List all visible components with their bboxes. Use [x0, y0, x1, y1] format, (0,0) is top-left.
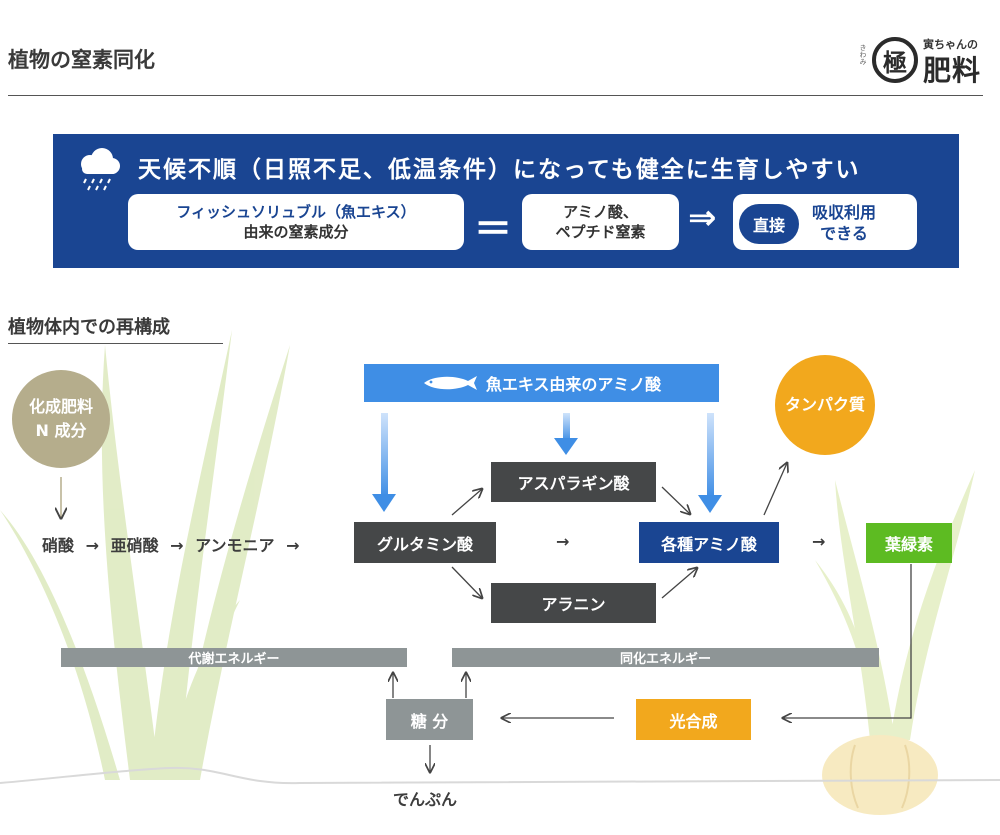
- direct-chip: 直接: [739, 204, 799, 244]
- nitrate-label: 硝酸: [42, 536, 75, 555]
- arrow-3: →: [286, 536, 300, 555]
- fish-amino-source-box: 魚エキス由来のアミノ酸: [364, 364, 719, 402]
- alanine-box: アラニン: [491, 583, 656, 623]
- photosynthesis-box: 光合成: [636, 699, 751, 740]
- logo-mark-text: 極: [883, 47, 907, 77]
- arrow-5: →: [812, 532, 826, 551]
- arrow-1: →: [85, 536, 99, 555]
- metabolic-energy-bar: 代謝エネルギー: [61, 648, 407, 667]
- fish-amino-source-label: 魚エキス由来のアミノ酸: [485, 375, 662, 394]
- section-title-reconstruction: 植物体内での再構成: [8, 317, 170, 338]
- header-divider: [8, 95, 983, 96]
- fish-soluble-line2: 由来の窒素成分: [243, 223, 349, 241]
- banner-headline: 天候不順（日照不足、低温条件）になっても健全に生育しやすい: [138, 157, 861, 183]
- logo-subtitle: 寅ちゃんの: [923, 38, 978, 51]
- rain-cloud-icon: [81, 148, 120, 191]
- assimilation-energy-bar: 同化エネルギー: [452, 648, 879, 667]
- protein-label: タンパク質: [784, 395, 865, 414]
- arrow-4: →: [556, 532, 570, 551]
- fish-soluble-pill: フィッシュソリュブル（魚エキス） 由来の窒素成分: [128, 194, 464, 250]
- absorb-line1: 吸収利用: [812, 203, 877, 222]
- amino-line2: ペプチド窒素: [555, 223, 646, 241]
- nitrogen-chain: 硝酸 → 亜硝酸 → アンモニア →: [42, 532, 306, 556]
- sugar-box: 糖 分: [386, 699, 473, 740]
- page-title: 植物の窒素同化: [8, 48, 155, 72]
- chemical-fertilizer-circle: 化成肥料 N 成分: [12, 370, 110, 468]
- section-divider: [8, 343, 223, 344]
- fish-soluble-line1: フィッシュソリュブル（魚エキス）: [176, 203, 416, 221]
- absorb-text: 吸収利用 できる: [812, 202, 876, 244]
- fish-source-arrows: [372, 413, 722, 513]
- chem-fert-line1: 化成肥料: [28, 397, 93, 416]
- arrow-2: →: [170, 536, 184, 555]
- implies-arrow: ⇒: [688, 198, 717, 238]
- various-amino-acids-box: 各種アミノ酸: [639, 522, 779, 563]
- glutamine-box: グルタミン酸: [354, 522, 496, 563]
- amino-line1: アミノ酸、: [563, 203, 638, 221]
- logo-mark: 極: [872, 37, 918, 83]
- protein-circle: タンパク質: [775, 355, 875, 455]
- ammonia-label: アンモニア: [195, 536, 275, 555]
- chlorophyll-box: 葉緑素: [866, 523, 952, 563]
- equals-sign: ＝: [474, 207, 513, 251]
- fish-icon: [423, 376, 477, 390]
- amino-peptide-pill: アミノ酸、 ペプチド窒素: [522, 194, 679, 250]
- nitrite-label: 亜硝酸: [110, 536, 159, 555]
- logo-brand: 肥料: [923, 54, 982, 87]
- starch-label: でんぷん: [393, 790, 458, 809]
- logo-reading: きわみ: [859, 44, 867, 65]
- asparagine-box: アスパラギン酸: [491, 462, 656, 502]
- chem-fert-line2: N 成分: [35, 421, 87, 440]
- left-grass-illustration: [0, 330, 290, 780]
- absorb-line2: できる: [820, 224, 868, 243]
